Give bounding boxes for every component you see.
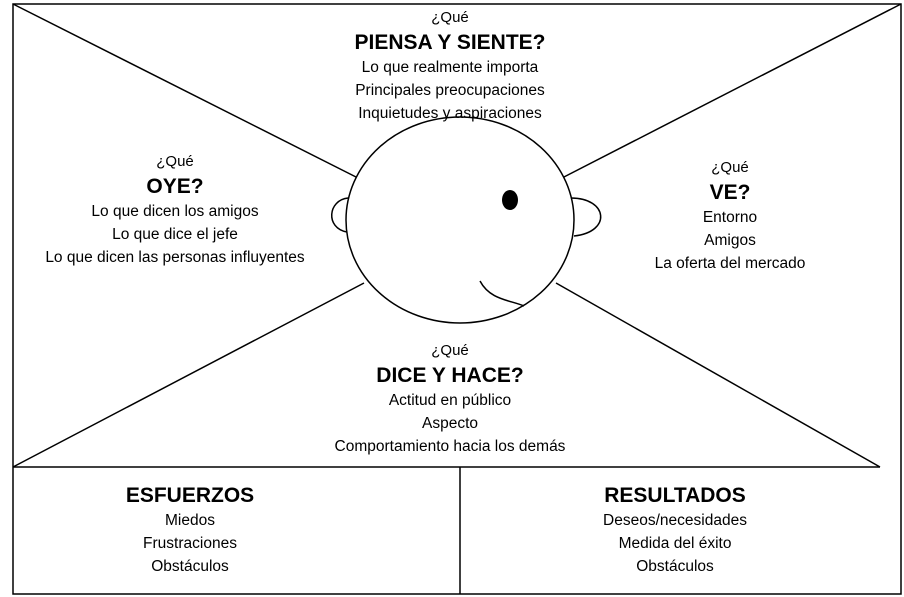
hears-section: ¿Qué OYE? Lo que dicen los amigos Lo que… — [10, 150, 340, 269]
list-item: Inquietudes y aspiraciones — [358, 105, 542, 122]
left-ear — [331, 197, 349, 233]
list-item: Lo que realmente importa — [361, 59, 539, 76]
eye — [502, 190, 518, 210]
list-item: Principales preocupaciones — [355, 82, 545, 99]
list-item: Amigos — [704, 232, 756, 249]
list-item: Obstáculos — [151, 558, 229, 575]
hears-heading: OYE? — [146, 175, 204, 198]
diagonal-top-left — [12, 3, 359, 179]
list-item: Lo que dice el jefe — [112, 226, 238, 243]
thinks-feels-section: ¿Qué PIENSA Y SIENTE? Lo que realmente i… — [300, 6, 600, 125]
list-item: Comportamiento hacia los demás — [334, 438, 566, 455]
says-prefix: ¿Qué — [431, 342, 469, 359]
mouth — [479, 280, 525, 307]
list-item: Obstáculos — [636, 558, 714, 575]
list-item: Frustraciones — [143, 535, 237, 552]
head-circle — [345, 116, 575, 324]
thinks-prefix: ¿Qué — [431, 9, 469, 26]
sees-list: Entorno Amigos La oferta del mercado — [590, 206, 870, 275]
says-does-section: ¿Qué DICE Y HACE? Actitud en público Asp… — [300, 339, 600, 458]
diagonal-bottom-right — [555, 282, 881, 468]
sees-prefix: ¿Qué — [711, 159, 749, 176]
efforts-list: Miedos Frustraciones Obstáculos — [40, 509, 340, 578]
right-ear — [570, 197, 602, 237]
list-item: Lo que dicen los amigos — [91, 203, 259, 220]
thinks-list: Lo que realmente importa Principales pre… — [300, 56, 600, 125]
efforts-heading: ESFUERZOS — [125, 484, 255, 507]
diagonal-top-right — [561, 3, 902, 179]
results-heading: RESULTADOS — [604, 484, 746, 507]
sees-heading: VE? — [709, 181, 751, 204]
results-section: RESULTADOS Deseos/necesidades Medida del… — [525, 482, 825, 578]
list-item: Miedos — [165, 512, 215, 529]
list-item: Medida del éxito — [618, 535, 732, 552]
says-heading: DICE Y HACE? — [376, 364, 524, 387]
thinks-heading: PIENSA Y SIENTE? — [354, 31, 546, 54]
results-list: Deseos/necesidades Medida del éxito Obst… — [525, 509, 825, 578]
list-item: Deseos/necesidades — [603, 512, 747, 529]
list-item: Aspecto — [421, 415, 478, 432]
list-item: La oferta del mercado — [654, 255, 806, 272]
hears-list: Lo que dicen los amigos Lo que dice el j… — [10, 200, 340, 269]
diagonal-bottom-left — [12, 282, 365, 468]
efforts-section: ESFUERZOS Miedos Frustraciones Obstáculo… — [40, 482, 340, 578]
outer-frame — [12, 3, 902, 595]
sees-section: ¿Qué VE? Entorno Amigos La oferta del me… — [590, 156, 870, 275]
hears-prefix: ¿Qué — [156, 153, 194, 170]
head-figure — [331, 116, 602, 324]
list-item: Actitud en público — [388, 392, 512, 409]
list-item: Lo que dicen las personas influyentes — [45, 249, 305, 266]
says-list: Actitud en público Aspecto Comportamient… — [300, 389, 600, 458]
list-item: Entorno — [702, 209, 758, 226]
